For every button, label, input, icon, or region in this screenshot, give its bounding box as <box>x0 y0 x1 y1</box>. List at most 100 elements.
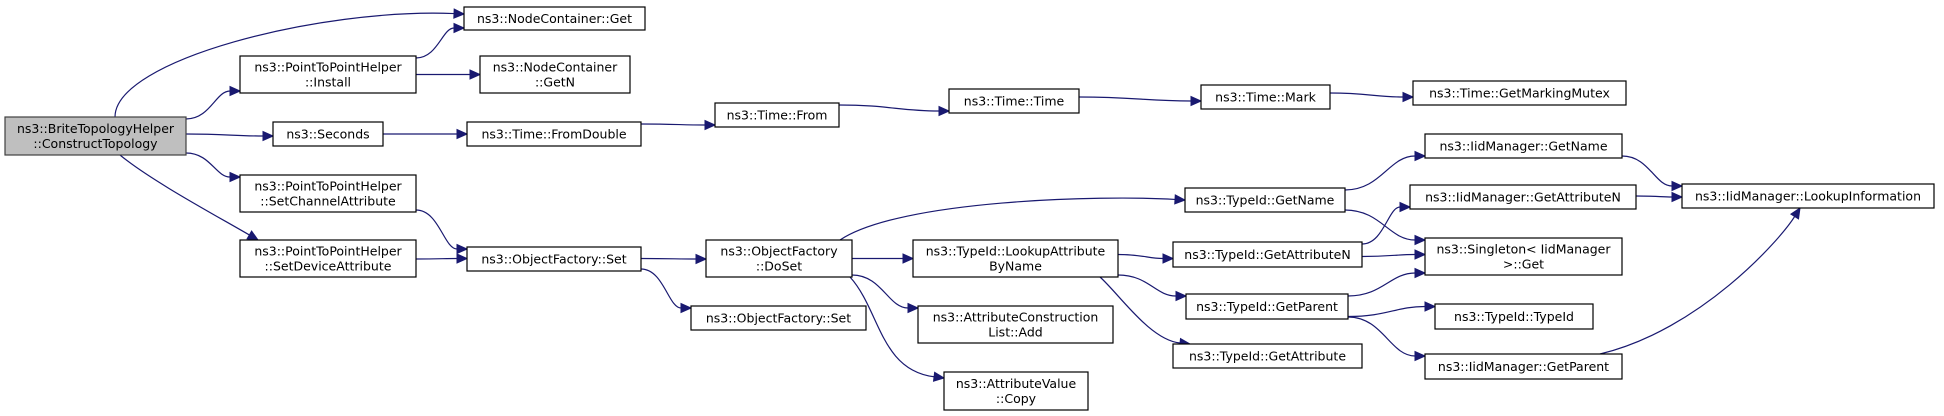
node-box[interactable] <box>1172 241 1363 268</box>
node-p2p-setdevice[interactable]: ns3::PointToPointHelper::SetDeviceAttrib… <box>239 239 417 278</box>
edge-p2p-install-to-nc-getn <box>415 69 482 80</box>
node-label: ns3::Time::GetMarkingMutex <box>1429 86 1610 101</box>
edge-of-doset-to-typeid-getname <box>839 194 1187 241</box>
node-box[interactable] <box>1200 84 1331 110</box>
node-box[interactable] <box>479 55 631 94</box>
node-box[interactable] <box>917 305 1114 344</box>
edge-line <box>415 209 458 250</box>
node-time-fromdouble[interactable]: ns3::Time::FromDouble <box>466 121 642 147</box>
node-box[interactable] <box>466 121 642 147</box>
arrowhead-icon <box>469 69 482 80</box>
edge-root-to-seconds <box>185 130 275 142</box>
node-label: ns3::BriteTopologyHelper <box>17 121 175 136</box>
node-label: ns3::NodeContainer <box>493 60 618 75</box>
node-box[interactable] <box>239 55 417 94</box>
node-box[interactable] <box>1185 293 1349 320</box>
edges-layer <box>114 8 1801 382</box>
node-label: ns3::TypeId::LookupAttribute <box>926 244 1106 259</box>
node-root[interactable]: ns3::BriteTopologyHelper::ConstructTopol… <box>4 116 187 156</box>
node-p2p-setchannel[interactable]: ns3::PointToPointHelper::SetChannelAttri… <box>239 174 417 213</box>
node-box[interactable] <box>1424 133 1623 159</box>
node-seconds[interactable]: ns3::Seconds <box>272 121 384 147</box>
edge-p2p-install-to-nc-get <box>415 22 466 59</box>
node-box[interactable] <box>1681 183 1935 209</box>
node-box[interactable] <box>705 239 853 278</box>
node-box[interactable] <box>948 88 1080 114</box>
node-box[interactable] <box>912 239 1119 278</box>
node-p2p-install[interactable]: ns3::PointToPointHelper::Install <box>239 55 417 94</box>
node-label: ns3::Time::Mark <box>1215 90 1316 105</box>
node-iid-getattrn[interactable]: ns3::IidManager::GetAttributeN <box>1409 184 1637 210</box>
node-box[interactable] <box>466 246 642 272</box>
node-box[interactable] <box>4 116 187 156</box>
edge-time-fromdouble-to-time-from <box>640 119 717 131</box>
node-box[interactable] <box>1409 184 1637 210</box>
node-time-mark[interactable]: ns3::Time::Mark <box>1200 84 1331 110</box>
node-iid-getparent[interactable]: ns3::IidManager::GetParent <box>1424 353 1623 380</box>
edge-line <box>849 276 935 378</box>
node-typeid-getname[interactable]: ns3::TypeId::GetName <box>1184 187 1346 213</box>
edge-line <box>1361 206 1401 245</box>
arrowhead-icon <box>229 85 242 97</box>
edge-line <box>1347 305 1426 318</box>
edge-typeid-getname-to-iid-getname <box>1344 150 1427 191</box>
node-iid-getname[interactable]: ns3::IidManager::GetName <box>1424 133 1623 159</box>
node-box[interactable] <box>1434 303 1594 330</box>
edge-line <box>1347 316 1416 357</box>
node-label: ns3::Seconds <box>286 127 369 142</box>
edge-line <box>640 268 682 309</box>
node-box[interactable] <box>1424 353 1623 380</box>
node-label: ::Install <box>305 75 351 90</box>
edge-line <box>1635 195 1673 198</box>
node-time-getmarkingmutex[interactable]: ns3::Time::GetMarkingMutex <box>1412 80 1627 106</box>
node-iid-lookupinfo[interactable]: ns3::IidManager::LookupInformation <box>1681 183 1935 209</box>
node-of-set2[interactable]: ns3::ObjectFactory::Set <box>690 305 867 331</box>
node-box[interactable] <box>1412 80 1627 106</box>
node-typeid-getattrn[interactable]: ns3::TypeId::GetAttributeN <box>1172 241 1363 268</box>
edge-p2p-setdevice-to-of-set1 <box>415 253 469 264</box>
node-label: ns3::TypeId::GetParent <box>1196 299 1338 314</box>
node-typeid-getparent[interactable]: ns3::TypeId::GetParent <box>1185 293 1349 320</box>
node-box[interactable] <box>1172 343 1363 369</box>
node-box[interactable] <box>1184 187 1346 213</box>
edge-iid-getparent-to-iid-lookupinfo <box>1599 206 1801 355</box>
edge-iid-getname-to-iid-lookupinfo <box>1621 155 1684 192</box>
arrowhead-icon <box>1414 350 1427 362</box>
edge-line <box>838 104 940 112</box>
node-av-copy[interactable]: ns3::AttributeValue::Copy <box>943 371 1089 411</box>
edge-typeid-lookup-to-typeid-getparent <box>1117 274 1188 302</box>
node-time-time[interactable]: ns3::Time::Time <box>948 88 1080 114</box>
node-box[interactable] <box>239 174 417 213</box>
node-box[interactable] <box>272 121 384 147</box>
node-box[interactable] <box>463 6 646 31</box>
node-nc-get[interactable]: ns3::NodeContainer::Get <box>463 6 646 31</box>
edge-of-doset-to-typeid-lookup <box>852 253 915 264</box>
node-of-doset[interactable]: ns3::ObjectFactory::DoSet <box>705 239 853 278</box>
node-box[interactable] <box>690 305 867 331</box>
node-box[interactable] <box>943 371 1089 411</box>
node-singleton-get[interactable]: ns3::Singleton< IidManager >::Get <box>1424 237 1623 276</box>
node-label: ns3::IidManager::GetParent <box>1438 359 1609 374</box>
node-box[interactable] <box>714 102 840 128</box>
node-nc-getn[interactable]: ns3::NodeContainer::GetN <box>479 55 631 94</box>
edge-root-to-p2p-install <box>185 85 242 120</box>
arrowhead-icon <box>1399 201 1412 213</box>
node-typeid-getattribute[interactable]: ns3::TypeId::GetAttribute <box>1172 343 1363 369</box>
node-label: ns3::Singleton< IidManager <box>1436 242 1611 257</box>
node-box[interactable] <box>1424 237 1623 276</box>
edge-typeid-getparent-to-singleton-get <box>1347 267 1427 297</box>
arrowhead-icon <box>1789 206 1801 220</box>
node-typeid-typeid[interactable]: ns3::TypeId::TypeId <box>1434 303 1594 330</box>
node-label: ns3::Time::FromDouble <box>481 127 626 142</box>
edge-line <box>1361 253 1416 258</box>
arrowhead-icon <box>902 253 915 264</box>
arrowhead-icon <box>1162 253 1175 264</box>
node-label: ns3::Time::From <box>727 108 828 123</box>
node-of-set1[interactable]: ns3::ObjectFactory::Set <box>466 246 642 272</box>
node-time-from[interactable]: ns3::Time::From <box>714 102 840 128</box>
arrowhead-icon <box>932 371 946 382</box>
node-label: ::ConstructTopology <box>33 136 158 151</box>
node-box[interactable] <box>239 239 417 278</box>
